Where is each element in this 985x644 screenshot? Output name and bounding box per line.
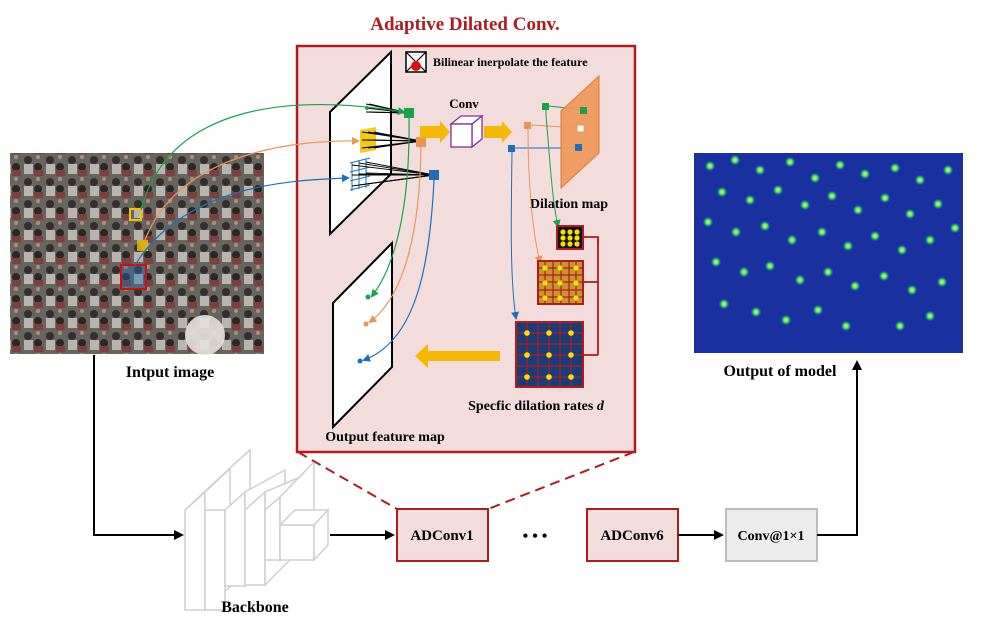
conv-to-output-arrow (817, 360, 862, 536)
yellow-arrow-to-conv (420, 121, 450, 143)
conv-cube: Conv (449, 96, 484, 149)
adconv1-box (396, 508, 489, 562)
adconv1-label: ADConv1 (410, 528, 473, 544)
yellow-arrow-to-offsets (484, 121, 512, 143)
legend-text: Bilinear inerpolate the feature (433, 55, 588, 69)
panel-title: Adaptive Dilated Conv. (370, 14, 560, 35)
green-input-curve (140, 104, 406, 211)
orange-sampling-fan (360, 127, 426, 153)
output-feature-map-label: Output feature map (325, 430, 445, 445)
small-kernel (556, 225, 584, 250)
blue-output-arrow (362, 179, 435, 362)
adconv6-box (586, 508, 679, 562)
blue-input-curve (134, 174, 350, 266)
input-image-label: Intput image (126, 364, 214, 381)
input-to-backbone-arrow (93, 355, 184, 540)
conv1x1-label: Conv@1×1 (738, 529, 805, 544)
adconv6-label: ADConv6 (600, 528, 664, 544)
dilation-map-label: Dilation map (530, 197, 608, 212)
orange-output-arrow (368, 145, 422, 324)
orange-input-curve (144, 136, 360, 241)
kernel-bracket (583, 236, 599, 356)
zoom-line-left (297, 451, 398, 510)
zoom-line-right (487, 451, 635, 510)
large-kernel (515, 321, 584, 388)
yellow-arrow-to-output (415, 344, 500, 368)
backbone-label: Backbone (221, 599, 289, 616)
density-map-output (694, 153, 963, 353)
input-image (10, 153, 264, 355)
medium-kernel (537, 260, 584, 305)
bilinear-legend: Bilinear inerpolate the feature (405, 51, 588, 73)
ellipsis: • • • (523, 528, 548, 545)
conv-label: Conv (449, 96, 479, 111)
specific-rates-label: Specfic dilation rates d (468, 399, 605, 414)
output-model-label: Output of model (724, 363, 837, 380)
green-output-arrow (370, 117, 410, 298)
conv1x1-box (725, 508, 818, 562)
backbone-blocks (184, 448, 330, 612)
